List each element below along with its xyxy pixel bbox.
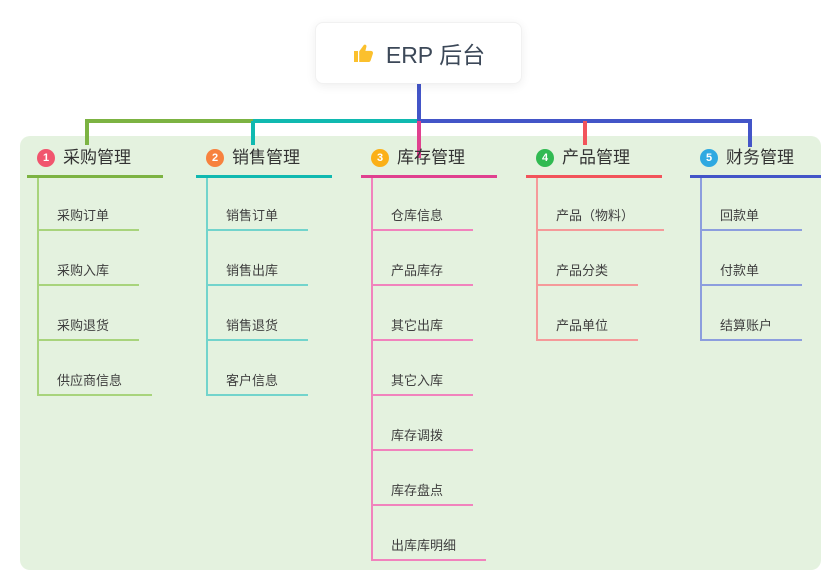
child-node[interactable]: 出库库明细	[373, 506, 487, 561]
branch-inventory: 3 库存管理 仓库信息 产品库存 其它出库 其它入库 库存调拨 库存盘点 出库库…	[361, 147, 497, 561]
branch-number-badge: 4	[536, 149, 554, 167]
branch-product: 4 产品管理 产品（物料） 产品分类 产品单位	[526, 147, 665, 341]
branch-number-badge: 1	[37, 149, 55, 167]
branch-label: 财务管理	[726, 148, 794, 167]
branch-label: 产品管理	[562, 148, 630, 167]
child-node[interactable]: 产品（物料）	[538, 178, 665, 231]
branch-label: 销售管理	[232, 148, 300, 167]
child-node[interactable]: 产品单位	[538, 286, 639, 341]
child-node[interactable]: 回款单	[702, 178, 802, 231]
branch-number-badge: 3	[371, 149, 389, 167]
child-node[interactable]: 付款单	[702, 231, 802, 286]
thumbs-up-icon	[353, 44, 373, 62]
child-node[interactable]: 库存盘点	[373, 451, 474, 506]
connector-line	[253, 119, 419, 123]
child-node[interactable]: 销售订单	[208, 178, 309, 231]
branch-number-badge: 2	[206, 149, 224, 167]
child-node[interactable]: 产品库存	[373, 231, 474, 286]
child-node[interactable]: 采购退货	[39, 286, 140, 341]
child-node[interactable]: 结算账户	[702, 286, 803, 341]
connector-line	[748, 121, 752, 147]
mindmap-panel	[20, 136, 821, 570]
root-node[interactable]: ERP 后台	[315, 22, 522, 84]
branch-node-inventory[interactable]: 3 库存管理	[361, 147, 497, 178]
connector-line	[85, 119, 255, 123]
branch-children: 仓库信息 产品库存 其它出库 其它入库 库存调拨 库存盘点 出库库明细	[371, 178, 487, 561]
branch-children: 回款单 付款单 结算账户	[700, 178, 803, 341]
connector-line	[417, 121, 421, 158]
branch-children: 产品（物料） 产品分类 产品单位	[536, 178, 665, 341]
child-node[interactable]: 客户信息	[208, 341, 309, 396]
branch-label: 库存管理	[397, 148, 465, 167]
branch-children: 采购订单 采购入库 采购退货 供应商信息	[37, 178, 153, 396]
branch-finance: 5 财务管理 回款单 付款单 结算账户	[690, 147, 821, 341]
connector-line	[417, 82, 421, 121]
connector-line	[85, 121, 89, 145]
branch-sales: 2 销售管理 销售订单 销售出库 销售退货 客户信息	[196, 147, 332, 396]
child-node[interactable]: 销售出库	[208, 231, 309, 286]
connector-line	[583, 121, 587, 145]
child-node[interactable]: 产品分类	[538, 231, 639, 286]
branch-node-purchase[interactable]: 1 采购管理	[27, 147, 163, 178]
branch-label: 采购管理	[63, 148, 131, 167]
child-node[interactable]: 库存调拨	[373, 396, 474, 451]
child-node[interactable]: 销售退货	[208, 286, 309, 341]
connector-line	[251, 121, 255, 145]
child-node[interactable]: 其它入库	[373, 341, 474, 396]
branch-node-sales[interactable]: 2 销售管理	[196, 147, 332, 178]
child-node[interactable]: 采购入库	[39, 231, 140, 286]
branch-number-badge: 5	[700, 149, 718, 167]
child-node[interactable]: 仓库信息	[373, 178, 474, 231]
branch-node-finance[interactable]: 5 财务管理	[690, 147, 821, 178]
child-node[interactable]: 供应商信息	[39, 341, 153, 396]
child-node[interactable]: 其它出库	[373, 286, 474, 341]
branch-children: 销售订单 销售出库 销售退货 客户信息	[206, 178, 309, 396]
branch-purchase: 1 采购管理 采购订单 采购入库 采购退货 供应商信息	[27, 147, 163, 396]
root-node-label: ERP 后台	[385, 42, 486, 68]
child-node[interactable]: 采购订单	[39, 178, 140, 231]
branch-node-product[interactable]: 4 产品管理	[526, 147, 662, 178]
